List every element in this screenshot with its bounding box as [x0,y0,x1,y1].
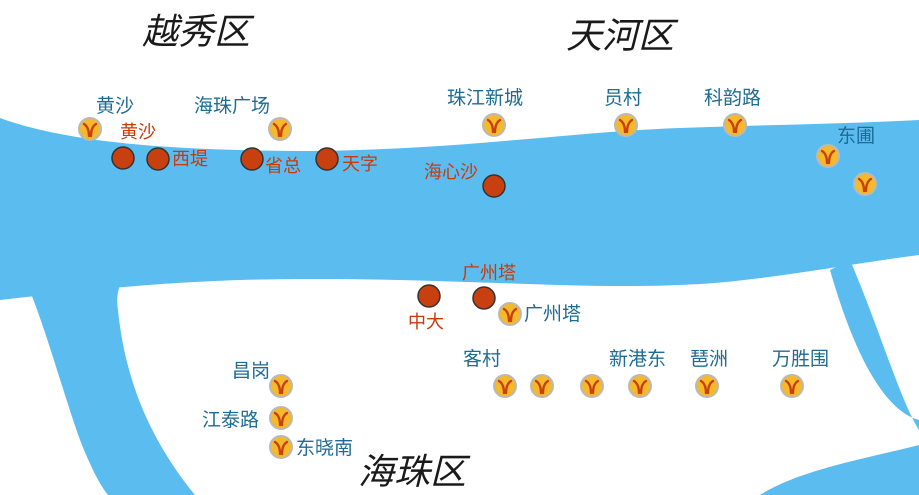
pier-dot-icon[interactable] [146,147,170,171]
metro-logo-icon[interactable] [613,112,639,138]
pier-xidi: 西堤 [172,149,208,170]
metro-station-changgang: 昌岗 [232,360,270,382]
metro-station-xingang-east: 新港东 [609,348,666,370]
pier-tianzi: 天字 [342,154,378,175]
metro-logo-icon[interactable] [579,373,605,399]
metro-logo-icon[interactable] [77,116,103,142]
metro-station-jiangtai-road: 江泰路 [202,409,259,431]
metro-station-dongxiaonan: 东晓南 [296,437,353,459]
river-southeast-branch [760,260,919,495]
metro-logo-icon[interactable] [268,405,294,431]
metro-station-zhujiang-new-town: 珠江新城 [447,87,523,109]
metro-logo-icon[interactable] [694,373,720,399]
metro-logo-icon[interactable] [529,373,555,399]
pier-shengzong: 省总 [265,156,301,177]
metro-logo-icon[interactable] [481,112,507,138]
metro-logo-icon[interactable] [722,112,748,138]
metro-station-huangsha: 黄沙 [96,95,134,117]
metro-station-yuancun: 员村 [604,87,642,109]
pier-dot-icon[interactable] [240,147,264,171]
pier-canton-tower: 广州塔 [462,263,516,284]
district-haizhu: 海珠区 [358,452,471,493]
pier-zhongda: 中大 [408,312,444,333]
metro-logo-icon[interactable] [268,434,294,460]
river-southwest-branch [0,225,195,495]
metro-station-dongpu: 东圃 [837,125,875,147]
pier-haixinsha: 海心沙 [424,162,478,183]
metro-station-kecun: 客村 [463,348,501,370]
metro-logo-icon[interactable] [815,143,841,169]
metro-logo-icon[interactable] [497,301,523,327]
district-tianhe: 天河区 [566,16,679,57]
metro-logo-icon[interactable] [492,373,518,399]
metro-logo-icon[interactable] [627,373,653,399]
metro-station-canton-tower: 广州塔 [524,303,581,325]
metro-station-keyun-road: 科韵路 [704,87,761,109]
pier-dot-icon[interactable] [417,284,441,308]
metro-logo-icon[interactable] [268,373,294,399]
pier-dot-icon[interactable] [482,174,506,198]
metro-station-pazhou: 琶洲 [690,348,728,370]
pearl-river-main [0,118,919,300]
metro-station-wanshengwei: 万胜围 [772,348,829,370]
metro-logo-icon[interactable] [852,171,878,197]
pier-dot-icon[interactable] [315,147,339,171]
metro-logo-icon[interactable] [267,116,293,142]
district-yuexiu: 越秀区 [142,12,255,53]
pier-dot-icon[interactable] [472,286,496,310]
pier-huangsha: 黄沙 [120,122,156,143]
metro-station-haizhu-square: 海珠广场 [194,95,270,117]
pier-dot-icon[interactable] [111,146,135,170]
metro-logo-icon[interactable] [779,373,805,399]
